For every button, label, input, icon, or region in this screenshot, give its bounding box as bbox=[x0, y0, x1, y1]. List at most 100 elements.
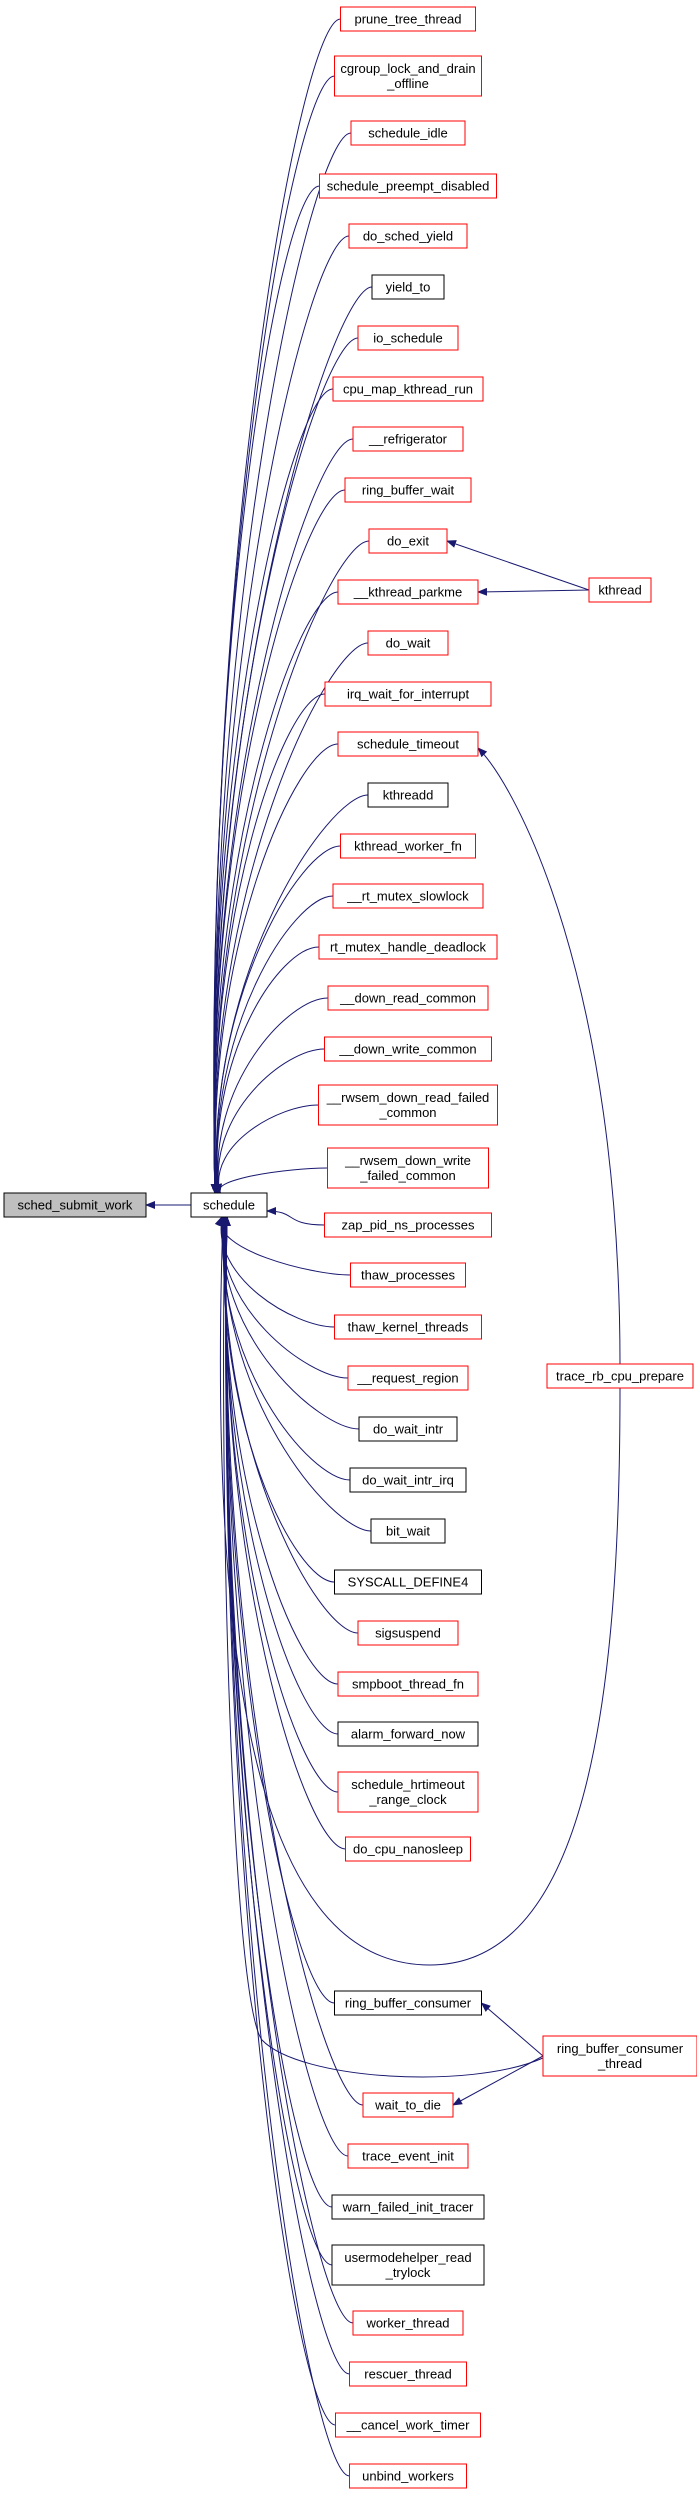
node-do_exit[interactable]: do_exit bbox=[368, 528, 448, 554]
node-irq_wait_for_interrupt[interactable]: irq_wait_for_interrupt bbox=[324, 681, 492, 707]
node-thaw_processes-label: thaw_processes bbox=[361, 1268, 455, 1283]
edge-__down_read_common-to-schedule bbox=[213, 997, 329, 1194]
node-__kthread_parkme-box bbox=[337, 579, 479, 605]
node-worker_thread-label: worker_thread bbox=[365, 2316, 449, 2331]
node-do_wait[interactable]: do_wait bbox=[367, 630, 449, 656]
node-__rwsem_down_write_failed_common-box bbox=[327, 1147, 489, 1189]
node-__rwsem_down_read_failed_common-label: __rwsem_down_read_failed bbox=[326, 1090, 490, 1105]
node-sigsuspend[interactable]: sigsuspend bbox=[357, 1620, 459, 1646]
edge-schedule_hrtimeout_range_clock-to-schedule bbox=[222, 1216, 339, 1793]
edge-do_wait_intr_irq-to-schedule bbox=[219, 1216, 351, 1481]
node-schedule_timeout-label: schedule_timeout bbox=[357, 737, 459, 752]
node-do_wait_intr-label: do_wait_intr bbox=[373, 1422, 444, 1437]
node-__refrigerator-label: __refrigerator bbox=[368, 432, 448, 447]
node-sched_submit_work-label: sched_submit_work bbox=[18, 1198, 133, 1213]
node-do_cpu_nanosleep[interactable]: do_cpu_nanosleep bbox=[345, 1836, 471, 1862]
node-zap_pid_ns_processes-label: zap_pid_ns_processes bbox=[342, 1218, 475, 1233]
node-__rt_mutex_slowlock[interactable]: __rt_mutex_slowlock bbox=[332, 883, 484, 909]
node-schedule_idle-label: schedule_idle bbox=[368, 126, 448, 141]
node-schedule_timeout[interactable]: schedule_timeout bbox=[337, 731, 479, 757]
node-ring_buffer_consumer_thread[interactable]: ring_buffer_consumer_thread bbox=[542, 2035, 697, 2077]
node-do_wait-label: do_wait bbox=[386, 636, 431, 651]
node-SYSCALL_DEFINE4-label: SYSCALL_DEFINE4 bbox=[348, 1575, 469, 1590]
node-schedule_hrtimeout_range_clock-label: schedule_hrtimeout bbox=[351, 1777, 465, 1792]
node-schedule[interactable]: schedule bbox=[190, 1192, 268, 1218]
node-worker_thread[interactable]: worker_thread bbox=[352, 2310, 464, 2336]
node-trace_event_init[interactable]: trace_event_init bbox=[347, 2143, 469, 2169]
node-prune_tree_thread[interactable]: prune_tree_thread bbox=[340, 6, 476, 32]
node-__rwsem_down_write_failed_common[interactable]: __rwsem_down_write_failed_common bbox=[327, 1147, 489, 1189]
node-do_exit-box bbox=[368, 528, 448, 554]
node-warn_failed_init_tracer-label: warn_failed_init_tracer bbox=[342, 2200, 474, 2215]
node-io_schedule[interactable]: io_schedule bbox=[357, 325, 459, 351]
node-trace_rb_cpu_prepare[interactable]: trace_rb_cpu_prepare bbox=[546, 1363, 694, 1389]
edge-__rt_mutex_slowlock-to-schedule bbox=[213, 895, 334, 1194]
node-schedule_idle[interactable]: schedule_idle bbox=[350, 120, 466, 146]
node-kthreadd: kthreadd bbox=[367, 782, 449, 808]
node-kthread_worker_fn[interactable]: kthread_worker_fn bbox=[340, 833, 476, 859]
node-__down_read_common[interactable]: __down_read_common bbox=[327, 985, 489, 1011]
node-thaw_kernel_threads[interactable]: thaw_kernel_threads bbox=[334, 1314, 482, 1340]
node-rt_mutex_handle_deadlock[interactable]: rt_mutex_handle_deadlock bbox=[318, 934, 498, 960]
node-bit_wait-box bbox=[370, 1518, 446, 1544]
node-schedule-label: schedule bbox=[203, 1198, 255, 1213]
node-cpu_map_kthread_run[interactable]: cpu_map_kthread_run bbox=[332, 376, 484, 402]
node-bit_wait: bit_wait bbox=[370, 1518, 446, 1544]
edge-do_cpu_nanosleep-to-schedule bbox=[222, 1216, 346, 1850]
node-rt_mutex_handle_deadlock-label: rt_mutex_handle_deadlock bbox=[330, 940, 487, 955]
node-do_wait_intr_irq-label: do_wait_intr_irq bbox=[362, 1473, 454, 1488]
node-__down_write_common-label: __down_write_common bbox=[338, 1042, 476, 1057]
node-SYSCALL_DEFINE4: SYSCALL_DEFINE4 bbox=[334, 1569, 482, 1595]
node-schedule_preempt_disabled-label: schedule_preempt_disabled bbox=[327, 179, 490, 194]
node-__kthread_parkme[interactable]: __kthread_parkme bbox=[337, 579, 479, 605]
node-do_wait_intr_irq-box bbox=[349, 1467, 467, 1493]
node-ring_buffer_consumer_thread-label: ring_buffer_consumer bbox=[557, 2041, 684, 2056]
edge-__down_write_common-to-schedule bbox=[214, 1048, 325, 1194]
node-rescuer_thread[interactable]: rescuer_thread bbox=[349, 2361, 467, 2387]
node-__down_write_common[interactable]: __down_write_common bbox=[324, 1036, 492, 1062]
node-__rwsem_down_read_failed_common-label: _common bbox=[378, 1105, 436, 1120]
node-sigsuspend-box bbox=[357, 1620, 459, 1646]
edge-worker_thread-to-schedule bbox=[222, 1216, 354, 2324]
node-wait_to_die[interactable]: wait_to_die bbox=[362, 2092, 454, 2118]
node-ring_buffer_consumer-label: ring_buffer_consumer bbox=[345, 1996, 472, 2011]
edge-kthread_worker_fn-to-schedule bbox=[212, 845, 341, 1194]
node-rescuer_thread-label: rescuer_thread bbox=[364, 2367, 451, 2382]
call-nodes: sched_submit_work schedule prune_tree_thre… bbox=[3, 6, 697, 2489]
node-kthread[interactable]: kthread bbox=[588, 577, 652, 603]
node-irq_wait_for_interrupt-box bbox=[324, 681, 492, 707]
node-__rwsem_down_write_failed_common-label: _failed_common bbox=[359, 1168, 455, 1183]
node-ring_buffer_consumer: ring_buffer_consumer bbox=[334, 1990, 482, 2016]
node-schedule_hrtimeout_range_clock[interactable]: schedule_hrtimeout_range_clock bbox=[337, 1771, 479, 1813]
edge-schedule_idle-to-schedule bbox=[210, 132, 352, 1194]
node-alarm_forward_now-box bbox=[337, 1721, 479, 1747]
node-__cancel_work_timer[interactable]: __cancel_work_timer bbox=[335, 2412, 481, 2438]
node-__refrigerator[interactable]: __refrigerator bbox=[352, 426, 464, 452]
node-yield_to: yield_to bbox=[371, 274, 445, 300]
node-ring_buffer_wait-box bbox=[344, 477, 472, 503]
node-warn_failed_init_tracer-box bbox=[331, 2194, 485, 2220]
node-__request_region[interactable]: __request_region bbox=[347, 1365, 469, 1391]
node-do_sched_yield[interactable]: do_sched_yield bbox=[348, 223, 468, 249]
node-schedule_preempt_disabled-box bbox=[319, 173, 497, 199]
node-unbind_workers[interactable]: unbind_workers bbox=[349, 2463, 467, 2489]
node-ring_buffer_wait[interactable]: ring_buffer_wait bbox=[344, 477, 472, 503]
node-thaw_processes[interactable]: thaw_processes bbox=[350, 1262, 466, 1288]
node-schedule_preempt_disabled[interactable]: schedule_preempt_disabled bbox=[319, 173, 497, 199]
node-schedule_idle-box bbox=[350, 120, 466, 146]
node-__refrigerator-box bbox=[352, 426, 464, 452]
node-zap_pid_ns_processes[interactable]: zap_pid_ns_processes bbox=[324, 1212, 492, 1238]
edge-__rwsem_down_read_failed_common-to-schedule bbox=[213, 1104, 319, 1194]
node-__rwsem_down_write_failed_common-label: __rwsem_down_write bbox=[344, 1153, 471, 1168]
node-ring_buffer_consumer_thread-label: _thread bbox=[597, 2056, 642, 2071]
node-smpboot_thread_fn[interactable]: smpboot_thread_fn bbox=[337, 1671, 479, 1697]
node-ring_buffer_wait-label: ring_buffer_wait bbox=[362, 483, 455, 498]
node-__rwsem_down_read_failed_common[interactable]: __rwsem_down_read_failed_common bbox=[318, 1084, 498, 1126]
node-kthreadd-label: kthreadd bbox=[383, 788, 434, 803]
node-__rt_mutex_slowlock-label: __rt_mutex_slowlock bbox=[346, 889, 469, 904]
node-yield_to-label: yield_to bbox=[386, 280, 431, 295]
node-cgroup_lock_and_drain_offline-label: _offline bbox=[386, 76, 429, 91]
node-cgroup_lock_and_drain_offline[interactable]: cgroup_lock_and_drain_offline bbox=[334, 55, 482, 97]
node-__cancel_work_timer-label: __cancel_work_timer bbox=[346, 2418, 471, 2433]
node-cpu_map_kthread_run-label: cpu_map_kthread_run bbox=[343, 382, 473, 397]
